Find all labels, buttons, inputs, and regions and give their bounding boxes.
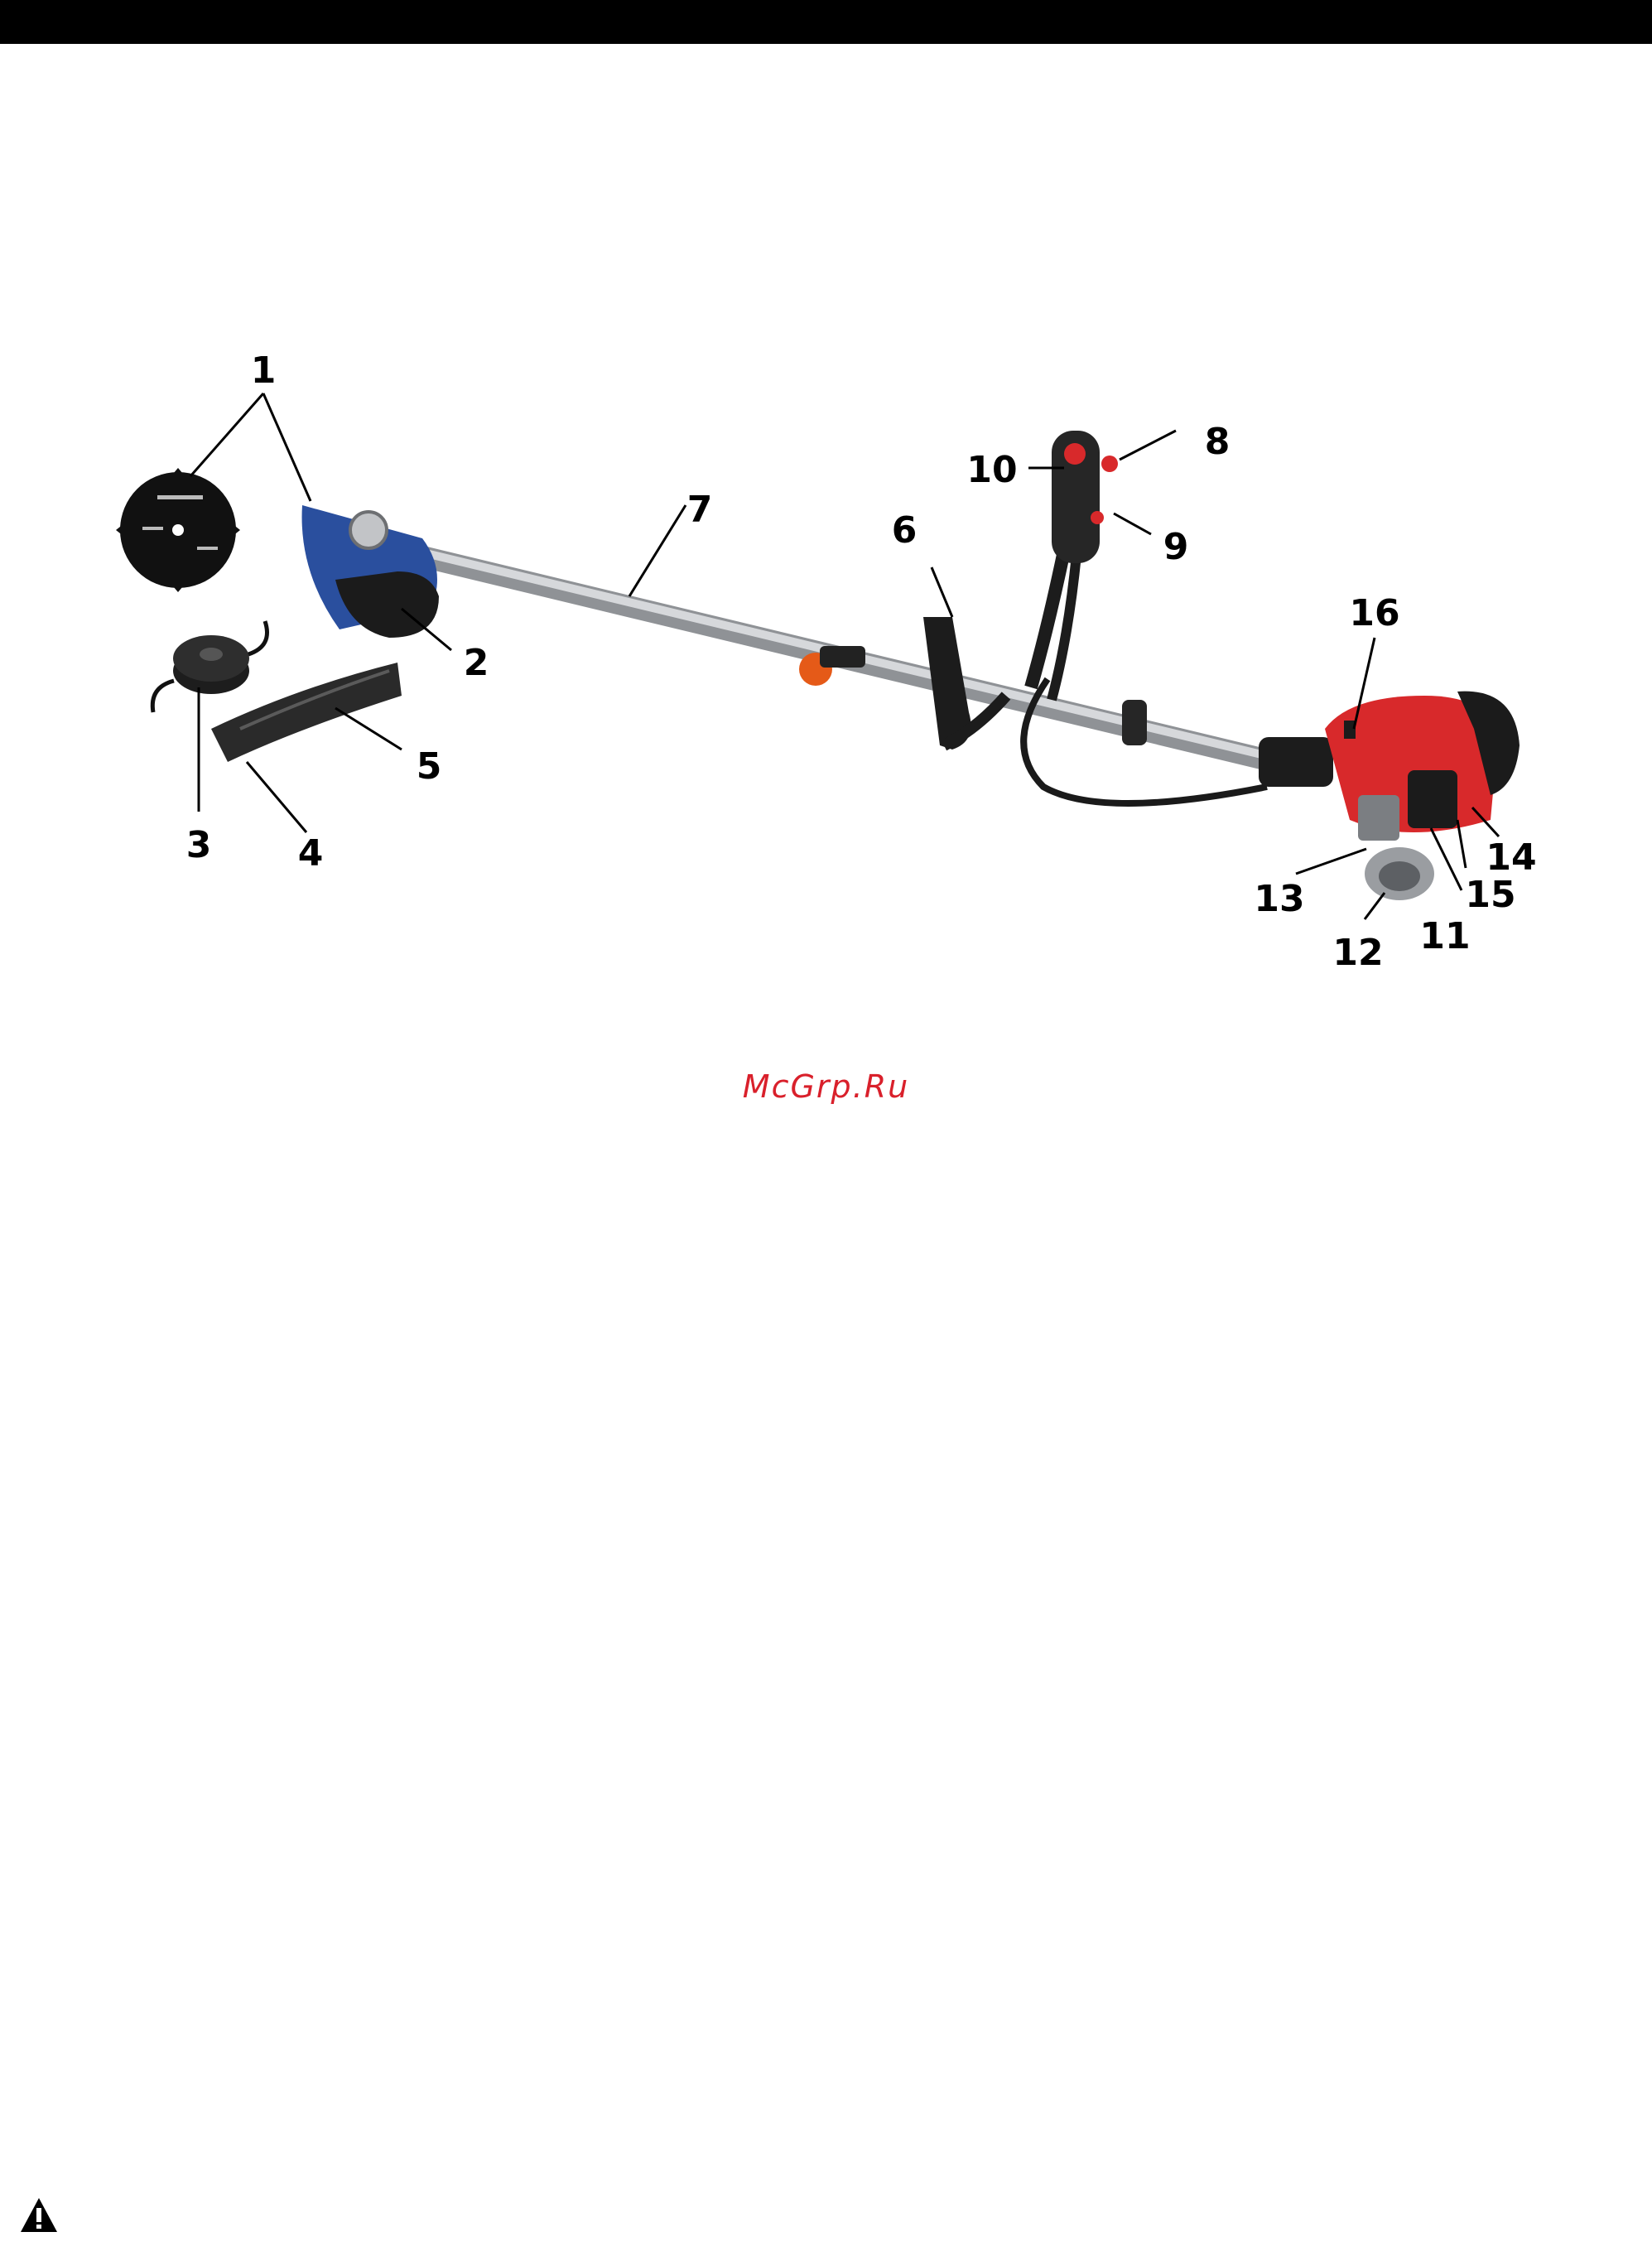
- callout-9: 9: [1163, 526, 1189, 568]
- callout-2: 2: [464, 642, 489, 684]
- callout-10: 10: [966, 449, 1017, 491]
- watermark-text: McGrp.Ru: [0, 1068, 1652, 1105]
- callout-16: 16: [1349, 592, 1399, 634]
- callout-12: 12: [1332, 932, 1383, 974]
- trimmer-head: [152, 621, 267, 712]
- callout-1: 1: [251, 349, 277, 392]
- blade-guard: [302, 505, 439, 638]
- engine: [1259, 692, 1520, 900]
- callout-15: 15: [1465, 874, 1515, 916]
- callout-6: 6: [892, 509, 918, 552]
- warning-triangle-icon: [18, 2195, 60, 2236]
- callout-14: 14: [1486, 836, 1536, 879]
- trimmer-parts-diagram: 1 2 3 4 5 6 7 8 9 10 11 12 13 14 15 16: [0, 0, 1652, 1035]
- callout-3: 3: [186, 824, 212, 866]
- callout-13: 13: [1254, 878, 1304, 920]
- callout-5: 5: [417, 745, 442, 788]
- callout-4: 4: [298, 832, 324, 875]
- cutting-blade: [116, 468, 240, 592]
- callout-11: 11: [1419, 915, 1470, 957]
- callout-7: 7: [687, 489, 713, 531]
- shaft-clip: [1122, 700, 1147, 745]
- callout-8: 8: [1205, 421, 1231, 463]
